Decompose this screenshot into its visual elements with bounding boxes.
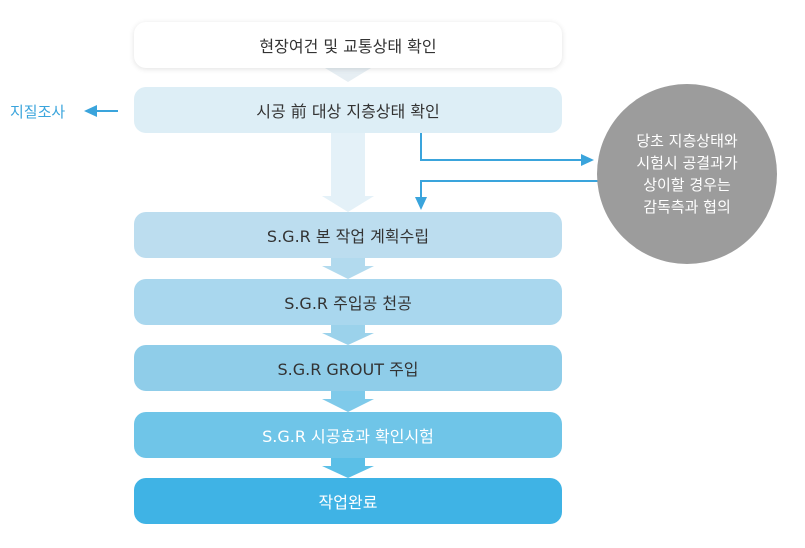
note-line: 상이할 경우는 [643,176,731,194]
note-circle: 당초 지층상태와 시험시 공결과가 상이할 경우는 감독측과 협의 [597,84,777,264]
step-label: 시공 前 대상 지층상태 확인 [256,102,440,121]
step-label: S.G.R GROUT 주입 [277,360,419,379]
step-label: 작업완료 [318,493,378,512]
note-line: 당초 지층상태와 [636,132,738,150]
step-label: 현장여건 및 교통상태 확인 [259,37,437,56]
side-arrow-head [84,105,97,117]
note-out-head [581,154,594,166]
step-work-complete: 작업완료 [134,478,562,524]
note-out-line [420,133,582,161]
step-label: S.G.R 본 작업 계획수립 [266,227,430,246]
note-line: 시험시 공결과가 [636,154,738,172]
step-work-plan: S.G.R 본 작업 계획수립 [134,212,562,258]
flow-arrow-2 [322,133,374,212]
step-label: S.G.R 시공효과 확인시험 [262,427,434,446]
flow-arrow-1 [325,68,371,82]
side-label-geological-survey: 지질조사 [10,103,66,121]
note-return-line [420,180,598,198]
step-label: S.G.R 주입공 천공 [284,294,412,313]
step-site-condition-check: 현장여건 및 교통상태 확인 [134,22,562,68]
flow-arrow-4 [322,325,374,345]
flow-arrow-5 [322,391,374,412]
step-grout-injection: S.G.R GROUT 주입 [134,345,562,391]
step-drilling: S.G.R 주입공 천공 [134,279,562,325]
step-ground-condition-check: 시공 前 대상 지층상태 확인 [134,87,562,133]
note-line: 감독측과 협의 [643,198,731,216]
note-return-head [415,197,427,210]
step-effect-test: S.G.R 시공효과 확인시험 [134,412,562,458]
flow-arrow-3 [322,258,374,279]
flow-arrow-6 [322,458,374,478]
